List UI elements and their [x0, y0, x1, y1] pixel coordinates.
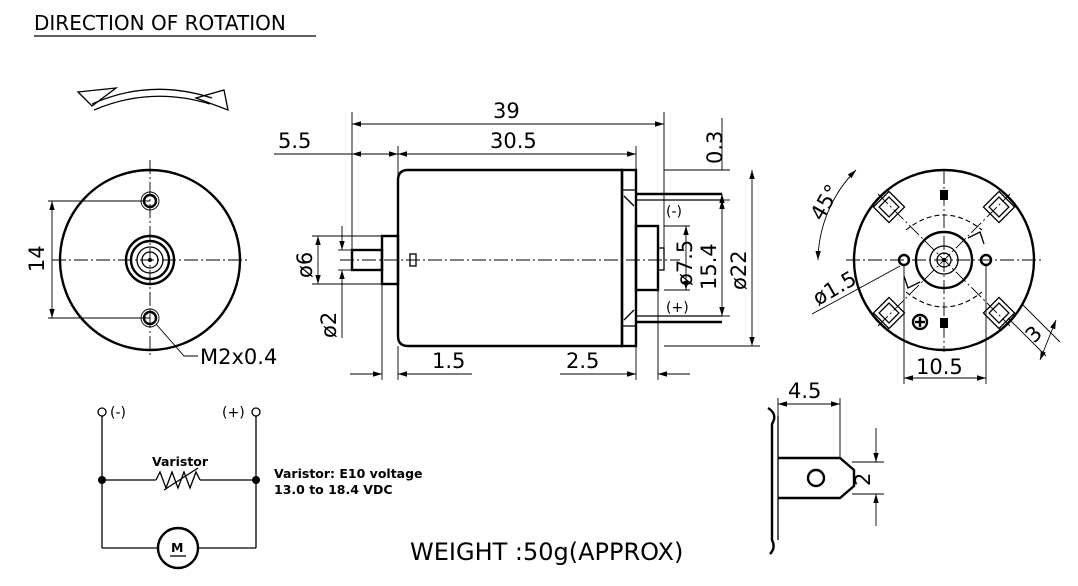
circuit-diagram: (-) (+) Varistor M Varistor: E10 voltage…: [97, 405, 423, 570]
motor-symbol: [156, 526, 200, 570]
detail-dim-4-5: 4.5: [788, 379, 821, 403]
dim-d6: ø6: [293, 252, 317, 278]
front-view: 14 M2x0.4: [25, 160, 277, 369]
side-terminal-neg: (-): [666, 204, 682, 220]
circuit-pos: (+): [222, 405, 245, 421]
rear-hole: ø1.5: [809, 266, 861, 310]
varistor-label: Varistor: [152, 454, 209, 469]
weight-label: WEIGHT :50g(APPROX): [410, 538, 683, 566]
dim-overall-length: 39: [493, 99, 520, 123]
rear-spacing: 10.5: [916, 355, 963, 379]
side-terminal-pos: (+): [666, 300, 689, 316]
dim-15-4: 15.4: [697, 243, 721, 290]
front-dim-height: 14: [25, 245, 49, 272]
dim-d22: ø22: [727, 250, 751, 290]
dim-shaft-length: 5.5: [278, 129, 311, 153]
page-title: DIRECTION OF ROTATION: [34, 11, 286, 35]
side-view: (-) (+) 39 30.5 5.5 0.3 ø6: [274, 99, 760, 380]
rear-angle: 45°: [806, 180, 845, 224]
rotation-arrow: [76, 87, 229, 112]
dim-d2: ø2: [317, 312, 341, 338]
dim-gap: 0.3: [703, 131, 727, 164]
circuit-neg: (-): [110, 405, 126, 421]
dim-body-length: 30.5: [490, 129, 537, 153]
rear-view: 45° ø1.5 10.5 3: [806, 168, 1061, 384]
terminal-detail: 4.5 2: [767, 379, 884, 555]
motor-body: [396, 168, 624, 348]
detail-dim-2: 2: [851, 473, 875, 486]
motor-label: M: [171, 540, 183, 555]
varistor-note-line2: 13.0 to 18.4 VDC: [274, 482, 393, 497]
front-thread-label: M2x0.4: [200, 345, 277, 369]
dim-2-5: 2.5: [566, 349, 599, 373]
varistor-note-line1: Varistor: E10 voltage: [274, 466, 423, 481]
dim-d7-5: ø7.5: [673, 240, 697, 286]
dim-1-5: 1.5: [432, 349, 465, 373]
